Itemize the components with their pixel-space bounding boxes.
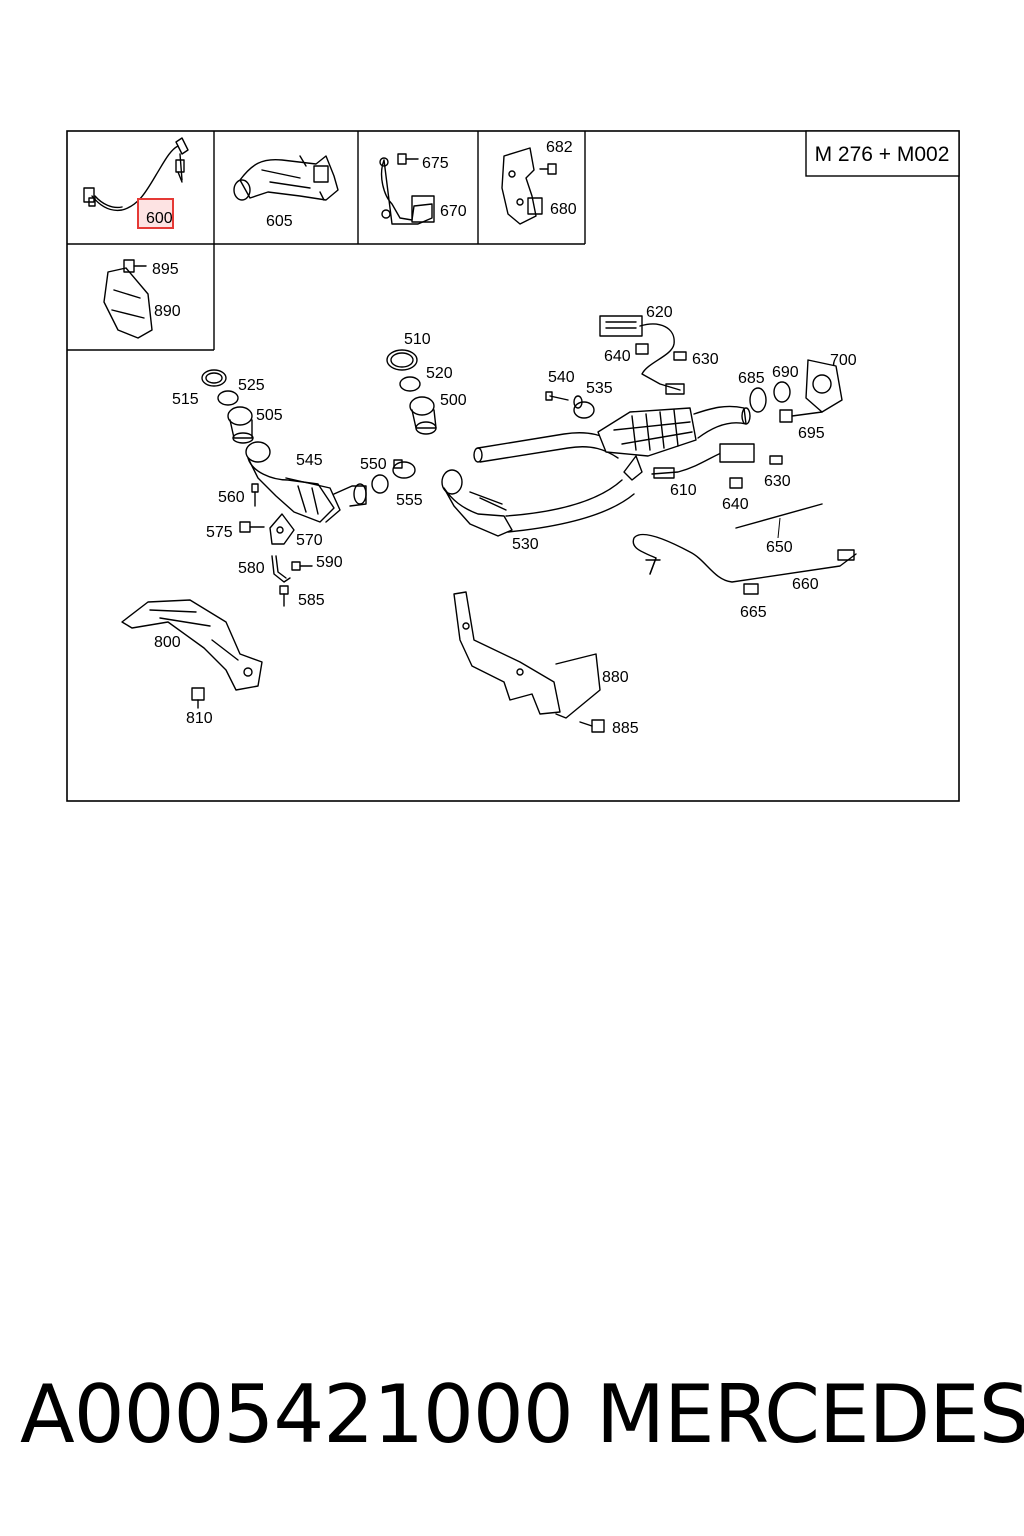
label-575[interactable]: 575 xyxy=(206,524,233,541)
label-605[interactable]: 605 xyxy=(266,213,293,230)
part-605-bracket[interactable] xyxy=(233,155,339,201)
label-670[interactable]: 670 xyxy=(440,203,467,220)
label-690[interactable]: 690 xyxy=(772,364,799,381)
part-535-rubber-mount[interactable] xyxy=(573,395,595,419)
part-505-flange[interactable] xyxy=(227,406,254,444)
part-685-ring[interactable] xyxy=(749,387,767,413)
part-660-temperature-sensor[interactable] xyxy=(632,533,857,583)
label-585[interactable]: 585 xyxy=(298,592,325,609)
label-682[interactable]: 682 xyxy=(546,139,573,156)
label-600[interactable]: 600 xyxy=(146,210,173,227)
part-675-bolt[interactable] xyxy=(397,153,419,165)
part-600-lambda-sensor[interactable] xyxy=(83,137,189,212)
label-630-lower[interactable]: 630 xyxy=(764,473,791,490)
part-890-heat-shield[interactable] xyxy=(103,267,153,339)
part-caption: A0005421000 MERCEDES xyxy=(0,1368,1024,1478)
label-505[interactable]: 505 xyxy=(256,407,283,424)
part-545-catalytic-converter[interactable] xyxy=(245,441,367,523)
label-675[interactable]: 675 xyxy=(422,155,449,172)
label-630[interactable]: 630 xyxy=(692,351,719,368)
part-885-bolt[interactable] xyxy=(579,719,605,733)
label-555[interactable]: 555 xyxy=(396,492,423,509)
label-665[interactable]: 665 xyxy=(740,604,767,621)
part-665-clip[interactable] xyxy=(743,583,759,595)
label-620[interactable]: 620 xyxy=(646,304,673,321)
part-570-bracket[interactable] xyxy=(269,513,295,545)
part-700-flange-plate[interactable] xyxy=(805,359,843,413)
label-640[interactable]: 640 xyxy=(604,348,631,365)
model-title-box: M 276 + M002 xyxy=(805,130,960,177)
label-660[interactable]: 660 xyxy=(792,576,819,593)
label-535[interactable]: 535 xyxy=(586,380,613,397)
part-810-bolt[interactable] xyxy=(191,687,205,709)
part-590-bolt[interactable] xyxy=(291,561,313,571)
part-630-clip[interactable] xyxy=(673,351,687,361)
label-590[interactable]: 590 xyxy=(316,554,343,571)
label-680[interactable]: 680 xyxy=(550,201,577,218)
label-545[interactable]: 545 xyxy=(296,452,323,469)
part-575-bolt[interactable] xyxy=(239,521,265,533)
part-670-bracket[interactable] xyxy=(379,157,435,225)
brand-name: MERCEDES xyxy=(596,1368,1024,1461)
part-560-bolt[interactable] xyxy=(251,483,259,507)
part-520-gasket[interactable] xyxy=(399,376,421,392)
part-500-flange[interactable] xyxy=(409,396,437,435)
part-510-clamp[interactable] xyxy=(386,349,418,371)
label-525[interactable]: 525 xyxy=(238,377,265,394)
part-610-lambda-sensor[interactable] xyxy=(651,443,755,479)
label-885[interactable]: 885 xyxy=(612,720,639,737)
diagram-frame xyxy=(66,130,960,802)
part-680-bracket[interactable] xyxy=(501,147,543,225)
label-530[interactable]: 530 xyxy=(512,536,539,553)
label-800[interactable]: 800 xyxy=(154,634,181,651)
part-880-support-bracket[interactable] xyxy=(453,591,601,719)
part-640-nut[interactable] xyxy=(635,343,649,355)
part-640-nut-lower[interactable] xyxy=(729,477,743,489)
part-rear-silencer[interactable] xyxy=(597,405,751,481)
part-585-bolt[interactable] xyxy=(279,585,289,607)
model-title: M 276 + M002 xyxy=(815,143,950,166)
part-580-hanger[interactable] xyxy=(271,555,291,583)
label-540[interactable]: 540 xyxy=(548,369,575,386)
label-550[interactable]: 550 xyxy=(360,456,387,473)
part-895-bolt[interactable] xyxy=(123,259,147,273)
part-695-bolt[interactable] xyxy=(779,409,823,423)
part-682-bolt[interactable] xyxy=(539,163,557,175)
label-515[interactable]: 515 xyxy=(172,391,199,408)
leader-lines xyxy=(777,517,781,539)
label-500[interactable]: 500 xyxy=(440,392,467,409)
label-570[interactable]: 570 xyxy=(296,532,323,549)
part-number: A0005421000 xyxy=(20,1368,574,1461)
part-650-tape[interactable] xyxy=(735,503,823,529)
label-810[interactable]: 810 xyxy=(186,710,213,727)
label-700[interactable]: 700 xyxy=(830,352,857,369)
label-895[interactable]: 895 xyxy=(152,261,179,278)
part-630-clip-lower[interactable] xyxy=(769,455,783,465)
part-555-clamp[interactable] xyxy=(392,459,416,479)
part-800-crossmember[interactable] xyxy=(121,599,263,691)
label-610[interactable]: 610 xyxy=(670,482,697,499)
inset-grid xyxy=(67,131,586,351)
label-650[interactable]: 650 xyxy=(766,539,793,556)
label-695[interactable]: 695 xyxy=(798,425,825,442)
label-685[interactable]: 685 xyxy=(738,370,765,387)
label-510[interactable]: 510 xyxy=(404,331,431,348)
part-515-clamp[interactable] xyxy=(201,369,227,387)
label-520[interactable]: 520 xyxy=(426,365,453,382)
part-690-gasket[interactable] xyxy=(773,381,791,403)
label-560[interactable]: 560 xyxy=(218,489,245,506)
part-540-bolt[interactable] xyxy=(545,391,569,401)
part-620-nox-sensor[interactable] xyxy=(599,315,685,395)
part-525-gasket[interactable] xyxy=(217,390,239,406)
parts-diagram: M 276 + M002 xyxy=(66,130,960,802)
label-640-lower[interactable]: 640 xyxy=(722,496,749,513)
label-580[interactable]: 580 xyxy=(238,560,265,577)
label-880[interactable]: 880 xyxy=(602,669,629,686)
label-890[interactable]: 890 xyxy=(154,303,181,320)
part-600-highlight xyxy=(137,198,174,229)
part-550-ring[interactable] xyxy=(371,474,389,494)
